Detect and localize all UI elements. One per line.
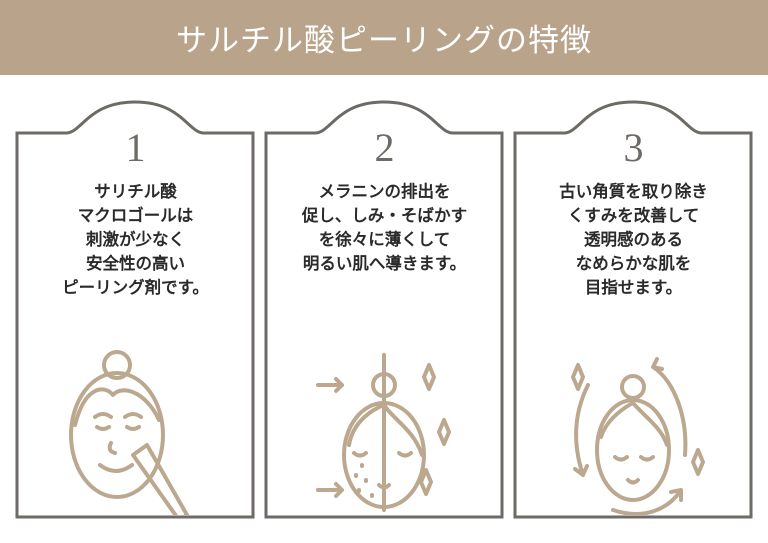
card-number: 3 xyxy=(623,125,644,170)
text-line: サリチル酸 xyxy=(94,182,177,201)
card-frame-3 xyxy=(513,100,753,519)
card-description: メラニンの排出を 促し、しみ・そばかす を徐々に薄くして 明るい肌へ導きます。 xyxy=(266,180,503,276)
text-line: 目指せます。 xyxy=(584,278,683,297)
text-line: ピーリング剤です。 xyxy=(62,278,209,297)
text-line: 明るい肌へ導きます。 xyxy=(302,254,467,273)
card-frame-2 xyxy=(264,100,504,519)
card-description: 古い角質を取り除き くすみを改善して 透明感のある なめらかな肌を 目指せます。 xyxy=(515,180,752,300)
face-renewal-cycle-icon xyxy=(571,357,705,515)
text-line: 安全性の高い xyxy=(86,254,185,273)
text-line: を徐々に薄くして xyxy=(318,230,451,249)
text-line: なめらかな肌を xyxy=(575,254,692,273)
text-line: 透明感のある xyxy=(584,230,683,249)
feature-card-3: 3 古い角質を取り除き くすみを改善して 透明感のある なめらかな肌を 目指せま… xyxy=(515,100,752,518)
text-line: 刺激が少なく xyxy=(86,230,185,249)
page-title: サルチル酸ピーリングの特徴 xyxy=(176,23,592,59)
text-line: マクロゴールは xyxy=(77,206,194,225)
text-line: 古い角質を取り除き xyxy=(559,182,708,201)
card-number: 2 xyxy=(374,125,395,170)
face-before-after-icon xyxy=(316,353,451,512)
card-description: サリチル酸 マクロゴールは 刺激が少なく 安全性の高い ピーリング剤です。 xyxy=(17,180,254,300)
card-frame-1 xyxy=(15,100,255,519)
text-line: 促し、しみ・そばかす xyxy=(301,206,468,225)
text-line: メラニンの排出を xyxy=(318,182,451,201)
title-banner: サルチル酸ピーリングの特徴 xyxy=(0,0,768,75)
feature-card-1: 1 サリチル酸 マクロゴールは 刺激が少なく 安全性の高い ピーリング剤です。 xyxy=(17,100,254,518)
card-number: 1 xyxy=(125,125,146,170)
feature-card-2: 2 メラニンの排出を 促し、しみ・そばかす を徐々に薄くして 明るい肌へ導きます… xyxy=(266,100,503,518)
face-with-brush-icon xyxy=(69,350,189,515)
text-line: くすみを改善して xyxy=(567,206,700,225)
